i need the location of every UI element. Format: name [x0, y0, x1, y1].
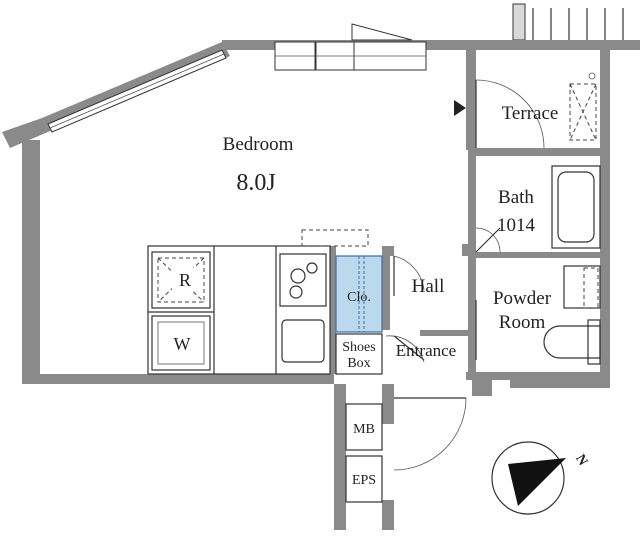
refrigerator-label: R	[179, 270, 191, 290]
powder-room-fixtures	[543, 265, 601, 365]
entrance-label: Entrance	[396, 341, 456, 360]
bath-size: 1014	[497, 215, 536, 236]
shoes-box-label-line1: Shoes	[342, 340, 375, 355]
interior-walls	[330, 148, 608, 376]
hall-label: Hall	[412, 276, 445, 297]
refrigerator-space: R	[151, 251, 211, 309]
closet: Clo.	[335, 255, 383, 333]
terrace-railing	[512, 3, 640, 50]
shoes-box: Shoes Box	[335, 333, 383, 375]
washer-label: W	[174, 334, 191, 354]
powder-room-label-line2: Room	[499, 312, 546, 333]
eps-label: EPS	[352, 473, 376, 488]
terrace-label: Terrace	[502, 103, 559, 124]
terrace-fixtures	[569, 72, 597, 141]
washer-space: W	[151, 315, 211, 371]
doors	[385, 79, 545, 471]
kitchen-counter	[147, 229, 369, 375]
bath-label: Bath	[498, 187, 534, 208]
powder-room-label-line1: Powder	[493, 288, 552, 309]
compass: N	[491, 441, 590, 515]
bathtub	[551, 165, 601, 249]
mb-label: MB	[353, 422, 375, 437]
bedroom-label: Bedroom	[223, 134, 294, 155]
closet-label: Clo.	[347, 290, 371, 305]
room-labels: Bedroom 8.0J Terrace Bath 1014 Hall Powd…	[223, 103, 559, 360]
compass-arrow-icon	[508, 458, 566, 506]
bedroom-size: 8.0J	[236, 170, 275, 196]
compass-north-label: N	[572, 452, 590, 468]
exterior-walls	[2, 23, 610, 530]
utility-boxes: MB EPS	[345, 403, 383, 503]
shoes-box-label-line2: Box	[347, 356, 370, 371]
